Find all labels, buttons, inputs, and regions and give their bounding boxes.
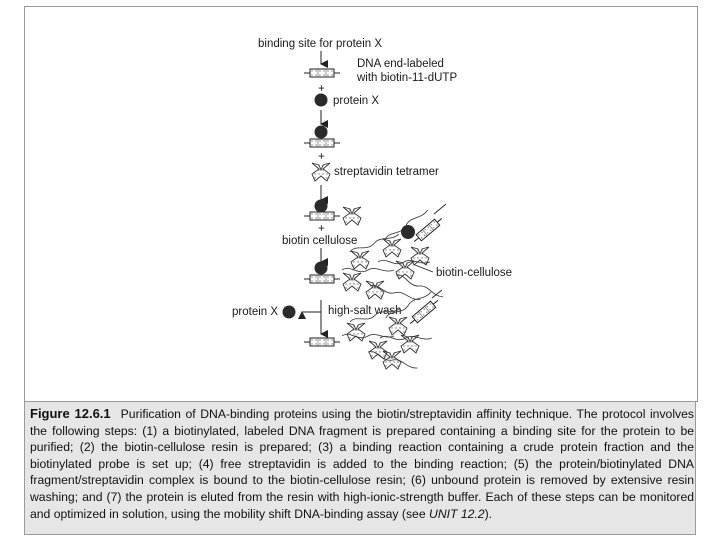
label-dna-line2: with biotin-11-dUTP bbox=[356, 72, 457, 84]
plus-2: + bbox=[318, 151, 325, 163]
label-dna-line1: DNA end-labeled bbox=[357, 58, 444, 70]
dna-fragment-3 bbox=[303, 211, 341, 221]
leader-line-resin bbox=[414, 264, 434, 273]
label-biotin-cellulose-resin: biotin-cellulose bbox=[436, 267, 512, 279]
protein-x-ball-resin bbox=[401, 225, 415, 239]
dna-tail bbox=[433, 203, 447, 215]
label-protein-x: protein X bbox=[333, 95, 379, 107]
diagram: binding site for protein X DNA end-label… bbox=[232, 38, 512, 371]
label-binding-site: binding site for protein X bbox=[258, 38, 382, 50]
label-biotin-cellulose-add: biotin cellulose bbox=[282, 235, 357, 247]
protein-x-ball-eluted bbox=[282, 305, 296, 319]
dna-fragment-4 bbox=[303, 274, 341, 284]
streptavidin-bound-icon bbox=[342, 206, 362, 226]
dna-fragment-washed bbox=[407, 296, 441, 328]
dna-fragment-5 bbox=[303, 337, 341, 347]
caption-text-end: ). bbox=[484, 506, 493, 521]
protein-x-ball-1 bbox=[314, 93, 328, 107]
dna-tail-washed bbox=[431, 289, 443, 299]
unit-reference: UNIT 12.2 bbox=[429, 506, 485, 521]
dna-fragment-2 bbox=[303, 138, 341, 148]
label-protein-x-eluted: protein X bbox=[232, 306, 278, 318]
dna-fragment-resin bbox=[411, 214, 445, 246]
plus-3: + bbox=[318, 223, 325, 235]
protein-x-ball-3 bbox=[314, 199, 328, 213]
biotin-cellulose-resin-washed bbox=[341, 290, 433, 371]
caption-box bbox=[24, 401, 696, 535]
label-streptavidin: streptavidin tetramer bbox=[334, 166, 439, 178]
label-high-salt-wash: high-salt wash bbox=[328, 305, 402, 317]
protein-x-ball-4 bbox=[314, 261, 328, 275]
streptavidin-tetramer-icon bbox=[311, 162, 331, 182]
figure-number: Figure 12.6.1 bbox=[30, 406, 111, 421]
caption-text: Purification of DNA-binding proteins usi… bbox=[30, 407, 694, 521]
dna-fragment-1 bbox=[303, 68, 341, 78]
plus-1: + bbox=[318, 83, 325, 95]
protein-x-ball-2 bbox=[314, 125, 328, 139]
